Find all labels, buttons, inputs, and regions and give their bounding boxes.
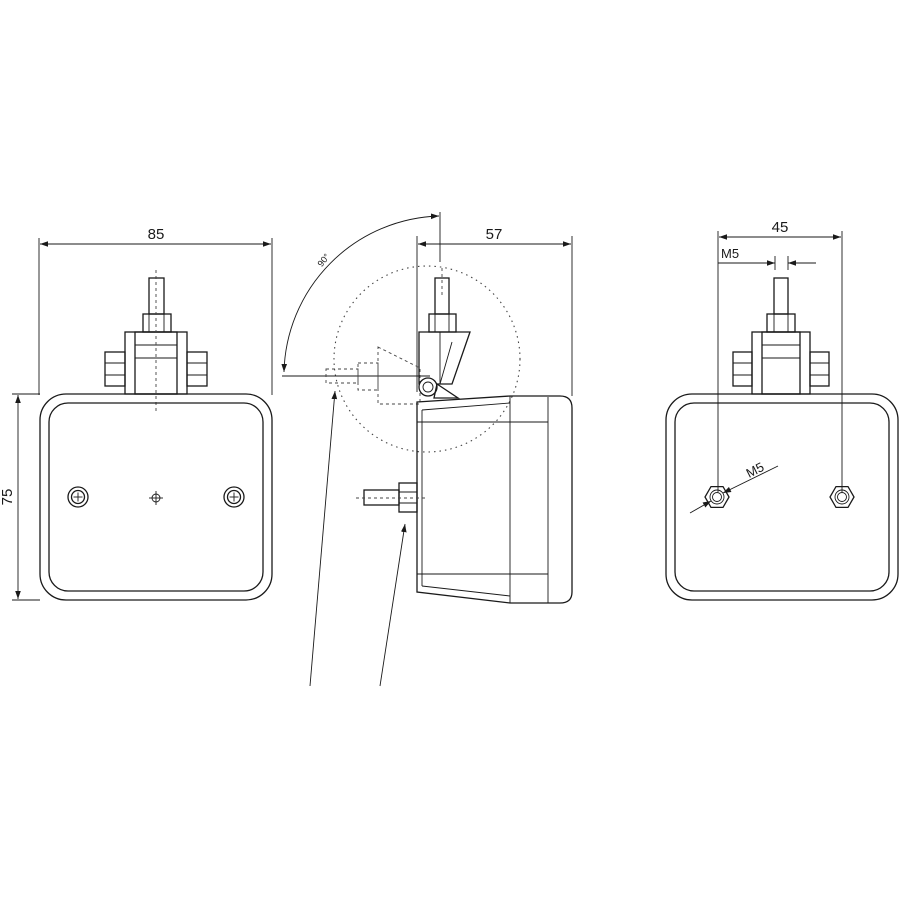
dimension-label-85: 85 [148,226,165,243]
back-stud [732,277,830,395]
dimension-thread-stud: M5 [718,246,816,270]
stud-alternate-position [325,346,421,405]
dimension-front-height: 75 [0,393,40,601]
screw-left [67,486,89,508]
angle-label: 90° [316,251,333,268]
dimension-back-spacing: 45 [717,219,843,492]
screw-right [223,486,245,508]
front-view: 85 75 [0,226,273,601]
lamp-housing-back [665,393,899,601]
lamp-housing-side [416,395,573,604]
center-mark [149,491,163,505]
dimension-thread-nut: M5 [689,459,779,514]
nut-left [704,485,730,509]
back-view: 45 M5 [665,219,899,601]
lamp-housing-front [39,393,273,601]
dimension-label-57: 57 [486,226,503,243]
dimension-label-45: 45 [772,219,789,236]
leader-lines [309,390,407,687]
swing-circle [333,265,521,453]
dimension-front-width: 85 [38,226,273,395]
side-stud [418,268,471,399]
nut-right [829,485,855,509]
thread-label-nut: M5 [744,459,767,481]
thread-label-stud: M5 [721,246,739,261]
dimension-label-75: 75 [0,489,16,506]
mounting-stud [104,270,208,412]
side-bottom-stud [356,482,426,513]
side-view: 57 90° [281,212,573,687]
